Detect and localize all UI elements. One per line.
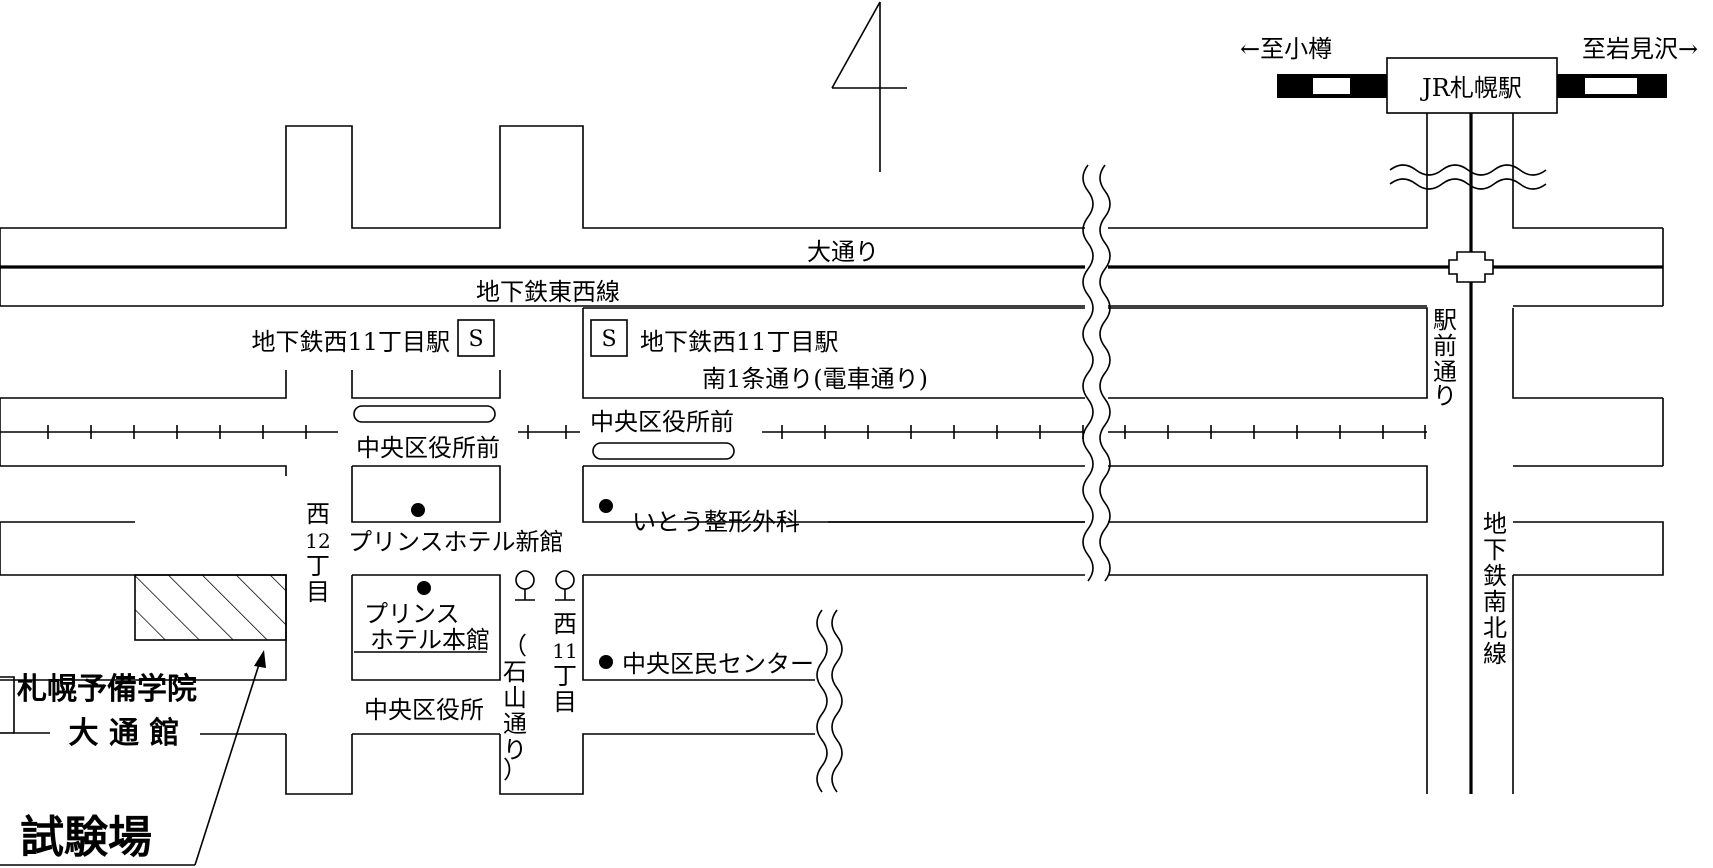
svg-text:石: 石 [503,658,527,686]
street-labels: 大通り 地下鉄東西線 南1条通り(電車通り) [476,238,928,393]
bus-stop-icon [555,570,575,601]
nishi12-label: 西 12 丁 目 [305,500,330,606]
kumin-center-marker-icon [599,655,613,669]
nanboku-label: 地 下 鉄 南 北 線 [1483,510,1507,668]
svg-text:山: 山 [503,684,527,712]
jr-station-name: JR札幌駅 [1419,74,1522,102]
north-arrow-icon [831,1,907,172]
ishiyama-label: （ 石 山 通 り ） [503,632,527,784]
svg-text:り: り [1433,382,1457,410]
subway-station-nishi11-left: 地下鉄西11丁目駅 S [251,319,495,357]
city-blocks [0,113,1664,795]
svg-text:12: 12 [305,529,330,553]
svg-text:北: 北 [1483,614,1507,642]
svg-text:丁: 丁 [553,662,577,690]
prince-main-label-2: ホテル本館 [370,626,490,654]
svg-text:線: 線 [1483,640,1507,668]
tram-stop-right-label: 中央区役所前 [590,408,734,436]
ito-clinic-marker-icon [599,499,613,513]
tram-platform-right [592,442,735,460]
prince-new-marker-icon [411,503,425,517]
svg-text:通: 通 [1433,358,1457,386]
kumin-center-label: 中央区民センター [622,650,814,678]
svg-text:通: 通 [503,710,527,738]
prince-new-label: プリンスホテル新館 [348,528,564,556]
exam-venue-label: 試験場 [20,812,152,863]
odori-label: 大通り [807,238,879,266]
tram-platform-left [353,405,496,423]
subway-badge-left: S [468,327,483,352]
prince-main-label-1: プリンス [364,600,460,628]
subway-station-nishi11-right: S 地下鉄西11丁目駅 [590,319,839,357]
minami1jo-label: 南1条通り(電車通り) [702,365,928,393]
ito-clinic-label: いとう整形外科 [632,508,800,536]
svg-text:目: 目 [553,688,577,716]
tram-stop-left-label: 中央区役所前 [356,434,500,462]
subway-lines [0,113,1663,794]
tozai-label: 地下鉄東西線 [476,278,620,306]
svg-text:西: 西 [553,610,577,638]
svg-text:西: 西 [306,500,330,528]
svg-text:）: ） [503,756,527,784]
svg-text:（: （ [503,632,527,660]
exam-venue: 札幌予備学院 大 通 館 試験場 [0,574,287,866]
ekimae-label: 駅 前 通 り [1433,306,1457,410]
direction-iwamizawa: 至岩見沢→ [1582,35,1698,63]
svg-text:南: 南 [1483,588,1507,616]
svg-text:下: 下 [1483,536,1507,564]
svg-text:駅: 駅 [1433,306,1457,334]
svg-text:鉄: 鉄 [1483,562,1507,590]
nishi11-label: 西 11 丁 目 [552,610,577,716]
kuyakusho-label: 中央区役所 [364,696,484,724]
subway-station-right-label: 地下鉄西11丁目駅 [640,328,839,356]
subway-badge-right: S [601,327,616,352]
svg-text:11: 11 [552,639,577,663]
landmarks: プリンスホテル新館 いとう整形外科 プリンス ホテル本館 中央区民センター 中央… [348,499,1085,724]
map-break-lines [816,164,1547,793]
svg-text:前: 前 [1433,332,1457,360]
prince-main-marker-icon [417,581,431,595]
school-name-label: 札幌予備学院 [17,672,197,707]
direction-otaru: ←至小樽 [1240,35,1332,63]
subway-station-left-label: 地下鉄西11丁目駅 [251,328,450,356]
svg-text:丁: 丁 [306,552,330,580]
venue-building-hatched [134,574,287,641]
svg-text:地: 地 [1483,510,1507,538]
svg-text:り: り [503,736,527,764]
bus-stop-icon [515,570,535,601]
jr-sapporo-station: JR札幌駅 ←至小樽 至岩見沢→ [1240,35,1698,114]
building-name-label: 大 通 館 [69,716,180,751]
svg-text:目: 目 [306,578,330,606]
tram-line [0,405,1427,460]
